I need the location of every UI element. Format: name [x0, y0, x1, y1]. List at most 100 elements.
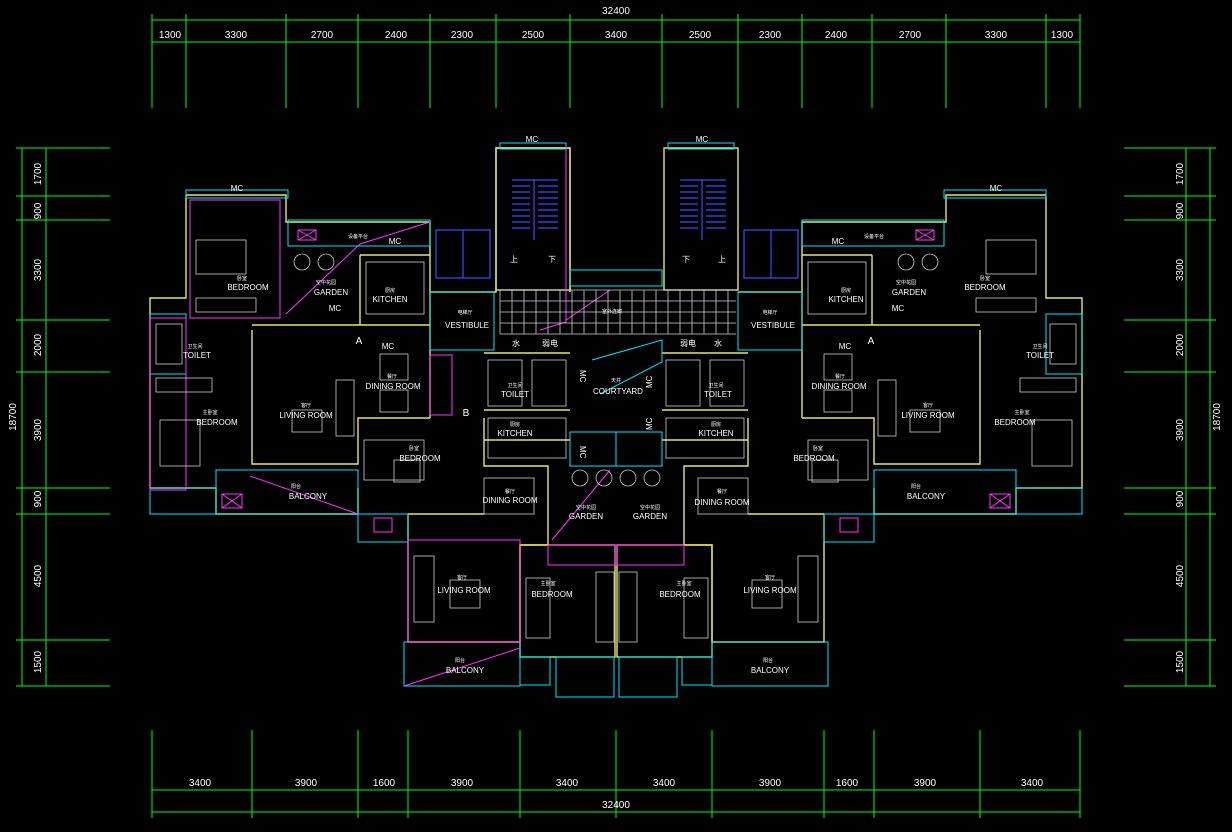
bottom-dim-8: 1600 — [836, 778, 859, 789]
label-mc-6: MC — [832, 237, 845, 246]
cn-garden-3: 空中花园 — [576, 504, 596, 511]
label-living-1: LIVING ROOM — [279, 411, 333, 420]
right-dim-3: 3300 — [1175, 258, 1186, 281]
cn-dining-4: 餐厅 — [717, 488, 727, 495]
label-kitchen-4: KITCHEN — [698, 429, 733, 438]
label-mc-2: MC — [526, 135, 539, 144]
label-balcony-3: BALCONY — [446, 666, 485, 675]
stairwells — [435, 179, 799, 279]
left-dim-6: 900 — [33, 490, 44, 507]
label-dining-1: DINING ROOM — [365, 382, 420, 391]
label-bedroom-upper-left: BEDROOM — [227, 283, 269, 292]
label-mc-12: MC — [645, 375, 654, 388]
cn-bedroom-2: 卧室 — [980, 275, 990, 282]
label-bedroom-upper-right: BEDROOM — [964, 283, 1006, 292]
left-dim-4: 2000 — [33, 333, 44, 356]
bottom-dimensions: 3400 3900 1600 3900 3400 3400 3900 1600 … — [151, 730, 1081, 818]
top-total-dimension: 32400 — [602, 6, 630, 17]
cn-toilet-4: 卫生间 — [708, 382, 723, 389]
cn-kitchen-4: 厨房 — [711, 421, 721, 428]
cn-water-1: 水 — [512, 338, 520, 348]
top-dim-2: 3300 — [225, 30, 248, 41]
corridor-grid — [499, 289, 736, 335]
cn-bedroom-1: 卧室 — [237, 275, 247, 282]
bottom-dim-5: 3400 — [556, 778, 579, 789]
cn-kitchen-3: 厨房 — [510, 421, 520, 428]
cn-garden-4: 空中花园 — [640, 504, 660, 511]
label-garden-3: GARDEN — [569, 512, 603, 521]
cn-balcony-2: 阳台 — [911, 483, 921, 490]
cn-garden-1: 空中花园 — [316, 279, 336, 286]
cn-dining-1: 餐厅 — [387, 373, 397, 380]
label-balcony-1: BALCONY — [289, 492, 328, 501]
label-mc-14: MC — [578, 446, 587, 459]
bottom-dim-1: 3400 — [189, 778, 212, 789]
cn-toilet-1: 卫生间 — [187, 343, 202, 350]
cn-up-2: 上 — [718, 255, 726, 264]
label-bedroom-3: BEDROOM — [399, 454, 441, 463]
cn-balcony-1: 阳台 — [291, 483, 301, 490]
room-labels: MC MC MC MC MC MC MC MC MC MC MC MC MC M… — [183, 135, 1054, 675]
cn-corridor: 室外连廊 — [602, 308, 622, 315]
label-toilet-1: TOILET — [183, 351, 211, 360]
right-dimensions: 18700 1700 900 3300 2000 3900 900 4500 1… — [1124, 147, 1223, 687]
top-dim-1: 1300 — [159, 30, 182, 41]
cn-master-2: 主卧室 — [1014, 409, 1029, 416]
right-dim-1: 1700 — [1175, 162, 1186, 185]
label-bedroom-2: BEDROOM — [994, 418, 1036, 427]
cn-water-2: 水 — [714, 338, 722, 348]
label-bedroom-1: BEDROOM — [196, 418, 238, 427]
label-dining-3: DINING ROOM — [482, 496, 537, 505]
label-mc-1: MC — [231, 184, 244, 193]
label-garden-4: GARDEN — [633, 512, 667, 521]
bottom-dim-4: 3900 — [451, 778, 474, 789]
right-total-dimension: 18700 — [1212, 403, 1223, 431]
label-living-4: LIVING ROOM — [743, 586, 797, 595]
cn-toilet-2: 卫生间 — [1032, 343, 1047, 350]
label-toilet-2: TOILET — [1026, 351, 1054, 360]
bottom-dim-6: 3400 — [653, 778, 676, 789]
cn-platform-1: 设备平台 — [348, 233, 368, 240]
top-dim-11: 2700 — [899, 30, 922, 41]
bottom-dim-10: 3400 — [1021, 778, 1044, 789]
label-dining-2: DINING ROOM — [811, 382, 866, 391]
label-bedroom-4: BEDROOM — [793, 454, 835, 463]
left-dim-3: 3300 — [33, 258, 44, 281]
cn-down-2: 下 — [682, 255, 690, 264]
furniture — [155, 229, 1077, 643]
label-kitchen-2: KITCHEN — [828, 295, 863, 304]
label-kitchen-1: KITCHEN — [372, 295, 407, 304]
label-mc-9: MC — [382, 342, 395, 351]
right-dim-7: 4500 — [1175, 564, 1186, 587]
bottom-dim-3: 1600 — [373, 778, 396, 789]
left-dim-2: 900 — [33, 202, 44, 219]
cn-balcony-4: 阳台 — [763, 657, 773, 664]
label-toilet-3: TOILET — [501, 390, 529, 399]
chinese-labels: 卧室 卧室 空中花园 空中花园 空中花园 空中花园 厨房 厨房 厨房 厨房 卫生… — [187, 233, 1047, 664]
cn-toilet-3: 卫生间 — [507, 382, 522, 389]
left-total-dimension: 18700 — [8, 403, 19, 431]
label-unit-a-right: A — [868, 336, 875, 347]
left-dim-1: 1700 — [33, 162, 44, 185]
cn-weak-power-1: 弱电 — [542, 338, 558, 348]
bottom-dim-9: 3900 — [914, 778, 937, 789]
top-dim-13: 1300 — [1051, 30, 1074, 41]
top-dim-9: 2300 — [759, 30, 782, 41]
cn-dining-3: 餐厅 — [505, 488, 515, 495]
bottom-total-dimension: 32400 — [602, 800, 630, 811]
right-dim-5: 3900 — [1175, 418, 1186, 441]
label-vestibule-left: VESTIBULE — [445, 321, 489, 330]
cn-living-3: 客厅 — [457, 574, 467, 581]
label-toilet-4: TOILET — [704, 390, 732, 399]
label-courtyard: COURTYARD — [593, 387, 643, 396]
right-dim-4: 2000 — [1175, 333, 1186, 356]
label-mc-5: MC — [389, 237, 402, 246]
label-vestibule-right: VESTIBULE — [751, 321, 795, 330]
cn-kitchen-1: 厨房 — [385, 287, 395, 294]
left-dimensions: 18700 1700 900 3300 2000 3900 900 4500 1… — [8, 147, 110, 687]
top-dim-4: 2400 — [385, 30, 408, 41]
label-balcony-4: BALCONY — [751, 666, 790, 675]
label-mc-8: MC — [892, 304, 905, 313]
bottom-dim-7: 3900 — [759, 778, 782, 789]
